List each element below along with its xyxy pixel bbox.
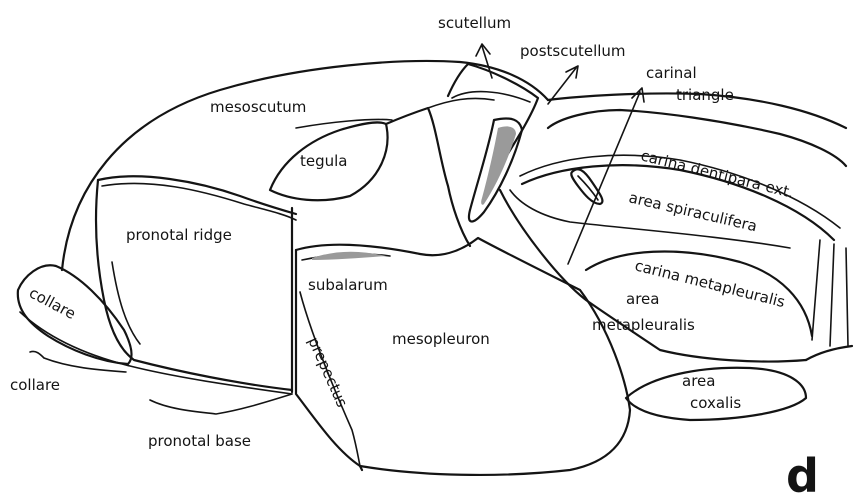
pronotum-upper-edge-2 bbox=[102, 183, 296, 220]
label-scutellum: scutellum bbox=[438, 14, 511, 32]
posterior-edge bbox=[806, 346, 852, 360]
tegula-base bbox=[296, 119, 392, 128]
label-postscutellum: postscutellum bbox=[520, 42, 626, 60]
label-metapleuralis: metapleuralis bbox=[592, 316, 695, 334]
label-subalarum: subalarum bbox=[308, 276, 388, 294]
label-collare-outer: collare bbox=[10, 376, 60, 394]
carinal-triangle-outline bbox=[548, 110, 846, 166]
label-area: area bbox=[626, 290, 659, 308]
notaulus-line-2 bbox=[428, 98, 494, 108]
label-area-spiraculifera: area spiraculifera bbox=[627, 188, 759, 235]
panel-letter: d bbox=[786, 449, 819, 502]
label-collare-inner: collare bbox=[26, 284, 79, 323]
label-area-coxalis-bottom: coxalis bbox=[690, 394, 741, 412]
label-mesopleuron: mesopleuron bbox=[392, 330, 490, 348]
label-carina-dentipara: carina dentipara ext. bbox=[639, 146, 796, 201]
pronotum-outline bbox=[96, 180, 292, 390]
label-mesoscutum: mesoscutum bbox=[210, 98, 306, 116]
scutellum-arrow bbox=[476, 44, 492, 78]
label-pronotal-base: pronotal base bbox=[148, 432, 251, 450]
pronotal-base-bracket bbox=[150, 394, 292, 414]
subalarum-shade bbox=[312, 252, 386, 260]
label-area-coxalis-top: area bbox=[682, 372, 715, 390]
label-tegula: tegula bbox=[300, 152, 348, 170]
posterior-lines bbox=[812, 240, 848, 346]
label-carinal: carinal bbox=[646, 64, 697, 82]
label-prepectus: prepectus bbox=[304, 334, 351, 410]
label-triangle: triangle bbox=[676, 86, 734, 104]
pronotum-upper-edge bbox=[98, 176, 296, 214]
notaulus-line bbox=[386, 108, 470, 246]
scutellum-inner bbox=[452, 92, 530, 102]
mesopleuron-outline bbox=[296, 238, 630, 475]
collare-lower bbox=[20, 312, 292, 394]
label-pronotal-ridge: pronotal ridge bbox=[126, 226, 232, 244]
